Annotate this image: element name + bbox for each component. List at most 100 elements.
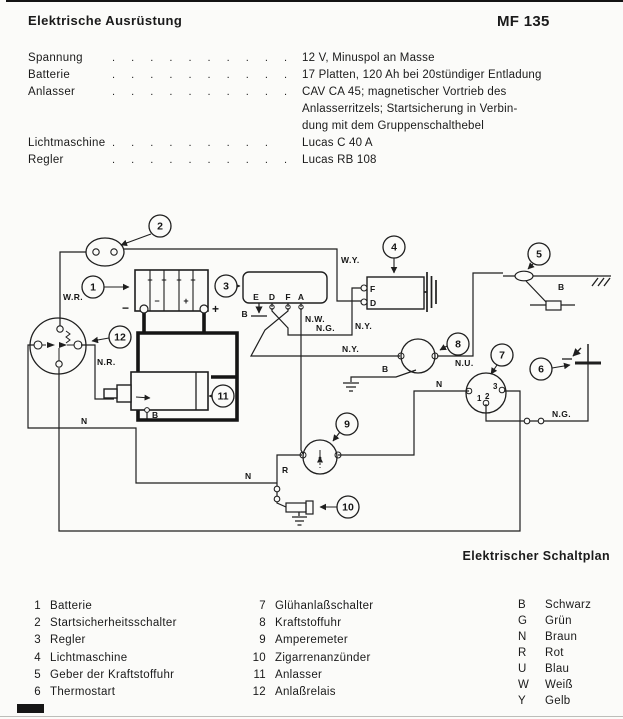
thermostart bbox=[575, 344, 601, 365]
svg-text:11: 11 bbox=[217, 391, 228, 403]
legend-item-name: Amperemeter bbox=[275, 634, 348, 647]
wire-bottom-bus bbox=[58, 368, 521, 532]
wire-labels: W.R. W.Y. N.W. N.G. N.Y. N.Y. N.U. N.R. … bbox=[63, 255, 571, 481]
wire-nr bbox=[81, 344, 114, 400]
color-code-name: Grün bbox=[545, 615, 572, 627]
wire-nw bbox=[300, 308, 304, 455]
legend-item: 1 Batterie bbox=[30, 598, 177, 615]
glow-start-switch: 1 2 3 bbox=[465, 372, 507, 414]
color-code-item: U Blau bbox=[518, 661, 591, 677]
wire-glow-to-ammeter bbox=[338, 390, 469, 456]
wire-label-b-sender: B bbox=[558, 282, 565, 292]
color-code-name: Gelb bbox=[545, 695, 571, 707]
callout-6: 6 bbox=[529, 357, 553, 381]
color-code-item: G Grün bbox=[518, 613, 591, 629]
legend-item-number: 12 bbox=[252, 685, 266, 698]
svg-text:+: + bbox=[183, 296, 188, 306]
legend-item-number: 3 bbox=[34, 634, 41, 647]
svg-text:12: 12 bbox=[114, 332, 126, 344]
legend-item-name: Thermostart bbox=[50, 685, 116, 698]
wire-label-ny2: N.Y. bbox=[342, 344, 359, 354]
legend-item-name: Kraftstoffuhr bbox=[275, 617, 342, 630]
wire-n-relay-to-ammeter bbox=[27, 344, 277, 484]
ammeter bbox=[299, 439, 342, 475]
spec-dot-leader: . . . . . . . . . . bbox=[112, 69, 288, 81]
ground-lighter bbox=[292, 512, 307, 526]
legend-item-number: 4 bbox=[34, 651, 41, 664]
dynamo: F D bbox=[360, 272, 437, 312]
regulator: E D F A bbox=[242, 271, 328, 310]
cigar-lighter bbox=[285, 500, 314, 515]
color-code-name: Weiß bbox=[545, 679, 573, 691]
legend-item-name: Regler bbox=[50, 634, 86, 647]
callout-1: 1 bbox=[81, 275, 105, 299]
legend-item-name: Anlasser bbox=[275, 668, 323, 681]
legend-components-2: 7 Glühanlaßschalter 8 Kraftstoffuhr 9 Am… bbox=[248, 598, 374, 701]
wire-label-r: R bbox=[282, 465, 289, 475]
legend-item: 9 Amperemeter bbox=[248, 632, 373, 649]
spec-value: 17 Platten, 120 Ah bei 20stündiger Entla… bbox=[302, 69, 542, 81]
connector bbox=[273, 495, 281, 503]
svg-text:−: − bbox=[154, 296, 159, 306]
wire-nu bbox=[437, 272, 503, 357]
color-code-item: Y Gelb bbox=[518, 693, 591, 709]
legend-item-number: 6 bbox=[34, 685, 41, 698]
legend-item-number: 7 bbox=[259, 600, 266, 612]
spec-label: Lichtmaschine bbox=[28, 137, 106, 149]
wire-label-ng2: N.G. bbox=[552, 409, 571, 419]
legend-item-name: Batterie bbox=[50, 600, 93, 612]
spec-row: Batterie . . . . . . . . . . 17 Platten,… bbox=[28, 67, 606, 84]
spec-dot-leader: . . . . . . . . . . bbox=[112, 154, 288, 166]
terminal-d: D bbox=[269, 292, 275, 302]
svg-text:7: 7 bbox=[499, 350, 505, 362]
fuel-gauge bbox=[397, 338, 439, 374]
color-code-name: Blau bbox=[545, 663, 570, 675]
terminal-e: E bbox=[253, 292, 259, 302]
wires bbox=[27, 248, 592, 532]
switch-pos-3: 3 bbox=[493, 382, 498, 391]
legend-item: 3 Regler bbox=[30, 632, 177, 649]
terminal-dyn-d: D bbox=[370, 298, 376, 308]
svg-text:6: 6 bbox=[538, 364, 544, 376]
spec-label: Batterie bbox=[28, 69, 71, 81]
spec-dot-leader: . . . . . . . . . . bbox=[112, 52, 288, 64]
color-code-name: Rot bbox=[545, 647, 564, 659]
legend-item-name: Lichtmaschine bbox=[50, 651, 128, 664]
model-number: MF 135 bbox=[497, 13, 550, 30]
fuel-sender bbox=[514, 270, 562, 311]
callout-10: 10 bbox=[336, 495, 360, 519]
color-code-name: Braun bbox=[545, 631, 578, 643]
switch-pos-2: 2 bbox=[485, 392, 490, 401]
ground-sender bbox=[591, 275, 611, 287]
callout-3: 3 bbox=[214, 274, 238, 298]
color-code-item: B Schwarz bbox=[518, 597, 591, 613]
wire-label-ny1: N.Y. bbox=[355, 321, 372, 331]
battery-minus-label: − bbox=[122, 301, 129, 315]
svg-text:9: 9 bbox=[344, 419, 350, 431]
callout-leaders bbox=[91, 233, 571, 511]
spec-row: Regler . . . . . . . . . . Lucas RB 108 bbox=[28, 152, 606, 169]
wire-label-n3: N bbox=[436, 379, 443, 389]
terminal-dyn-f: F bbox=[370, 284, 375, 294]
spec-label: Regler bbox=[28, 154, 64, 166]
callout-2: 2 bbox=[148, 214, 172, 238]
callout-9: 9 bbox=[335, 412, 359, 436]
callout-11: 11 bbox=[211, 384, 235, 408]
spec-label: Spannung bbox=[28, 52, 83, 64]
wire-sender-diag bbox=[525, 280, 548, 304]
connector bbox=[523, 417, 531, 425]
color-code-name: Schwarz bbox=[545, 599, 592, 611]
color-code-item: W Weiß bbox=[518, 677, 591, 693]
color-code-letter: W bbox=[518, 679, 530, 691]
legend-item: 2 Startsicherheitsschalter bbox=[30, 615, 177, 632]
wire-label-n2: N bbox=[245, 471, 252, 481]
svg-text:4: 4 bbox=[391, 242, 397, 254]
spec-row: dung mit dem Gruppenschalthebel bbox=[28, 118, 606, 135]
color-code-item: N Braun bbox=[518, 629, 591, 645]
wire-label-b-regulator: B bbox=[241, 309, 248, 319]
legend-item: 5 Geber der Kraftstoffuhr bbox=[30, 667, 177, 684]
spec-value: dung mit dem Gruppenschalthebel bbox=[302, 120, 485, 132]
wire-label-nr: N.R. bbox=[97, 357, 116, 367]
